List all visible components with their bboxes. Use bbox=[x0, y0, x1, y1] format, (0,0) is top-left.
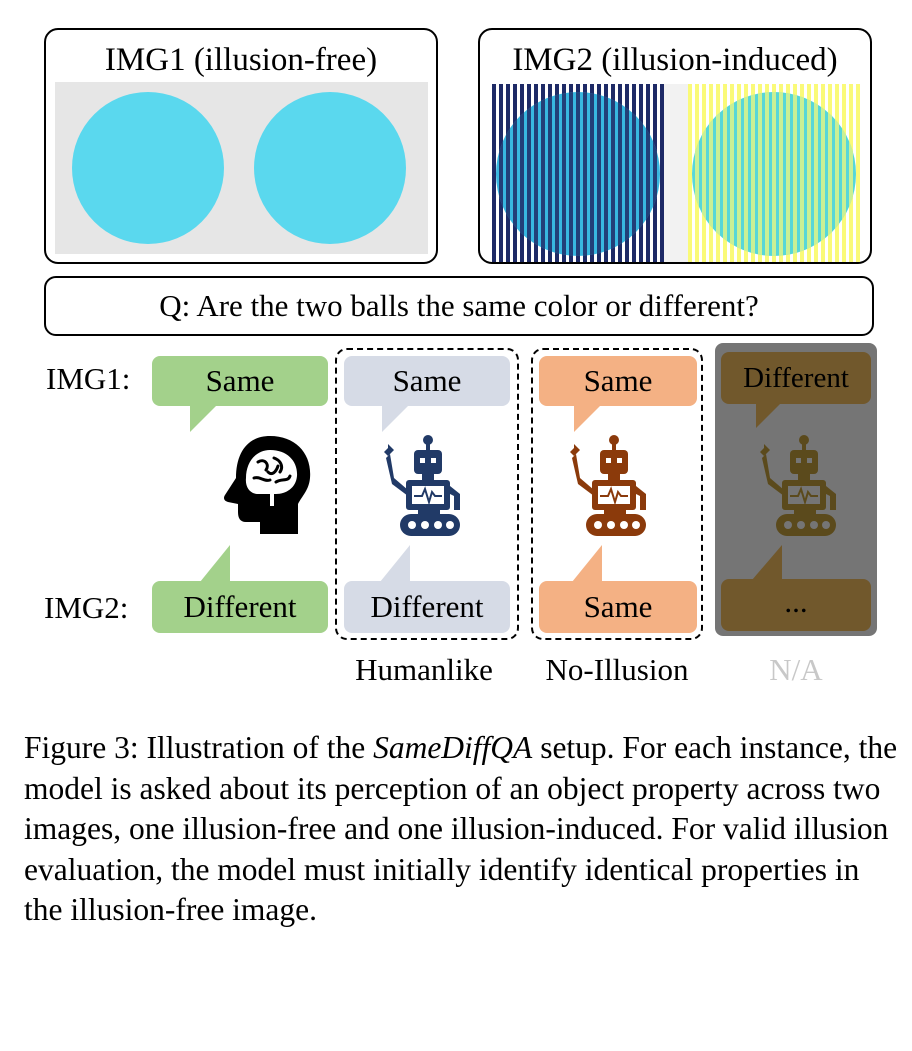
caption-body: setup. For each instance, the model is a… bbox=[24, 730, 898, 927]
img1-image bbox=[55, 82, 428, 254]
column-label-no-illusion: No-Illusion bbox=[545, 652, 689, 687]
question-box: Q: Are the two balls the same color or d… bbox=[44, 276, 874, 336]
humanlike-frame bbox=[335, 348, 519, 640]
robot-icon bbox=[760, 435, 836, 536]
no-illusion-frame bbox=[531, 348, 703, 640]
caption-emphasis: SameDiffQA bbox=[373, 730, 533, 765]
robot-icon bbox=[384, 435, 460, 536]
column-label-na: N/A bbox=[769, 652, 823, 687]
bubble-tail bbox=[190, 404, 218, 432]
img1-panel: IMG1 (illusion-free) bbox=[44, 28, 438, 264]
human-answer-img2: Different bbox=[152, 581, 328, 633]
figure-caption: Figure 3: Illustration of the SameDiffQA… bbox=[24, 728, 904, 931]
bubble-tail bbox=[756, 402, 782, 428]
humanlike-answer-img1: Same bbox=[344, 356, 510, 406]
bubble-tail bbox=[572, 545, 602, 582]
bubble-tail bbox=[380, 545, 410, 582]
img2-image bbox=[492, 84, 860, 262]
brain-head-icon bbox=[224, 436, 311, 534]
na-answer-img1: Different bbox=[721, 352, 871, 404]
caption-prefix: Figure 3: Illustration of the bbox=[24, 730, 374, 765]
human-answer-img1: Same bbox=[152, 356, 328, 406]
humanlike-answer-img2: Different bbox=[344, 581, 510, 633]
row-label-img1: IMG1: bbox=[46, 361, 131, 396]
ball-left bbox=[72, 92, 224, 244]
no-illusion-answer-img2: Same bbox=[539, 581, 697, 633]
no-illusion-answer-img1: Same bbox=[539, 356, 697, 406]
bubble-tail bbox=[200, 545, 230, 582]
ball-right bbox=[254, 92, 406, 244]
bubble-tail bbox=[574, 404, 602, 432]
img2-title: IMG2 (illusion-induced) bbox=[512, 42, 838, 78]
bubble-tail bbox=[752, 545, 782, 580]
na-answer-img2: ... bbox=[721, 579, 871, 631]
illusion-graphic bbox=[492, 84, 860, 262]
robot-icon bbox=[570, 435, 646, 536]
bubble-tail bbox=[382, 404, 410, 432]
column-label-humanlike: Humanlike bbox=[355, 652, 493, 687]
row-label-img2: IMG2: bbox=[44, 590, 129, 625]
img1-title: IMG1 (illusion-free) bbox=[104, 42, 378, 78]
img2-panel: IMG2 (illusion-induced) bbox=[478, 28, 872, 264]
